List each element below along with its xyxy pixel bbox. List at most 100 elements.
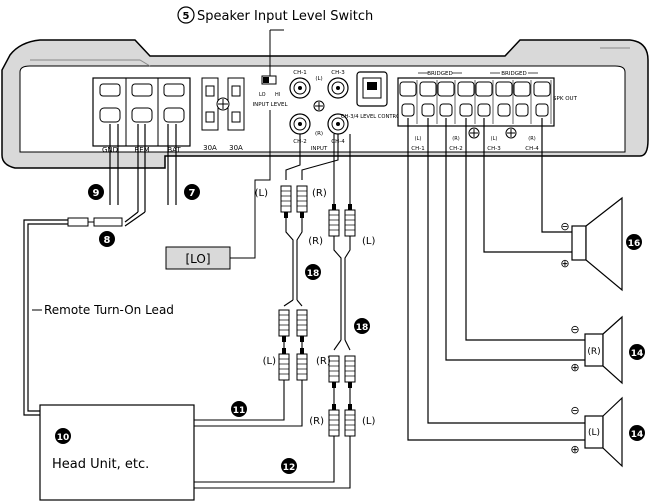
rca-plug bbox=[278, 309, 290, 342]
rem-label: REM bbox=[134, 146, 149, 154]
spkl-minus: ⊖ bbox=[570, 404, 579, 417]
level-control[interactable]: CH-3/4 LEVEL CONTROL bbox=[341, 71, 403, 120]
rca-wire bbox=[333, 339, 342, 351]
speaker-terminal bbox=[457, 80, 476, 124]
rca-plug bbox=[296, 185, 308, 218]
spk-ch3-lr: (L) bbox=[491, 136, 498, 142]
badge-18b: 18 bbox=[354, 318, 370, 334]
spk16-plus: ⊕ bbox=[560, 257, 569, 270]
rca-wire bbox=[296, 218, 303, 300]
speaker-right: (R) ⊖ ⊕ 14 bbox=[570, 315, 645, 385]
number-16: 16 bbox=[628, 239, 641, 249]
power-wires bbox=[109, 124, 177, 212]
speaker-terminal bbox=[399, 80, 418, 124]
bridged-label-2: BRIDGED bbox=[501, 71, 526, 77]
callout-5: 5 Speaker Input Level Switch bbox=[177, 6, 373, 24]
number-5: 5 bbox=[183, 11, 190, 22]
badge-12: 12 bbox=[281, 458, 297, 474]
lo-box: [LO] bbox=[165, 110, 271, 270]
number-10: 10 bbox=[57, 433, 70, 443]
fuse-label-2: 30A bbox=[229, 144, 243, 152]
rca-wire bbox=[333, 236, 342, 340]
number-18b: 18 bbox=[356, 323, 369, 333]
rca-wire bbox=[285, 218, 294, 300]
input-level-label: INPUT LEVEL bbox=[252, 102, 288, 108]
spk-ch4: CH-4 bbox=[525, 146, 539, 152]
rca-plug bbox=[328, 355, 340, 388]
ch-l-label: (L) bbox=[315, 76, 322, 82]
speaker-input-switch-label: Speaker Input Level Switch bbox=[197, 9, 373, 24]
spk-ch1: CH-1 bbox=[411, 146, 424, 152]
number-9: 9 bbox=[93, 188, 100, 199]
lo-box-label: [LO] bbox=[185, 252, 210, 266]
rca-wire bbox=[283, 299, 294, 307]
rca-ch34-r: (R) bbox=[308, 236, 323, 247]
spk16-minus: ⊖ bbox=[560, 220, 569, 233]
number-14b: 14 bbox=[631, 430, 644, 440]
badge-9: 9 bbox=[88, 184, 104, 200]
speaker-terminal bbox=[437, 80, 456, 124]
rca-low-l: (L) bbox=[362, 416, 375, 427]
rca-wire bbox=[194, 436, 351, 489]
spk-ch2: CH-2 bbox=[449, 146, 462, 152]
remote-lead bbox=[23, 211, 146, 416]
spkr-plus: ⊕ bbox=[570, 361, 579, 374]
lo-label: LO bbox=[259, 92, 266, 98]
rca-wire bbox=[285, 134, 301, 180]
spkr-minus: ⊖ bbox=[570, 323, 579, 336]
number-8: 8 bbox=[104, 235, 111, 246]
rca-ch34-l: (L) bbox=[362, 236, 375, 247]
speaker-terminal bbox=[495, 80, 514, 124]
spk-ch3: CH-3 bbox=[487, 146, 501, 152]
remote-lead-label: Remote Turn-On Lead bbox=[44, 303, 174, 317]
spk-right-label: (R) bbox=[587, 347, 600, 357]
bat-label: BAT bbox=[167, 146, 181, 154]
rca-wire bbox=[301, 134, 339, 180]
power-terminal-block: GND REM BAT bbox=[92, 77, 191, 154]
ch1-label: CH-1 bbox=[293, 70, 306, 76]
number-18a: 18 bbox=[307, 269, 320, 279]
rca-plug bbox=[278, 348, 290, 381]
speaker-terminal bbox=[513, 80, 532, 124]
ch-r-label: (R) bbox=[315, 131, 323, 137]
spk-ch2-lr: (R) bbox=[452, 136, 459, 142]
rca-plug bbox=[296, 309, 308, 342]
rca-plug bbox=[328, 404, 340, 437]
rca-wire bbox=[344, 339, 351, 351]
rca-wire bbox=[296, 299, 303, 307]
badge-8: 8 bbox=[99, 231, 115, 247]
spkl-plus: ⊕ bbox=[570, 443, 579, 456]
speaker-terminal bbox=[475, 80, 494, 124]
rca-wire bbox=[344, 236, 351, 340]
speaker-left: (L) ⊖ ⊕ 14 bbox=[570, 396, 645, 468]
badge-7: 7 bbox=[184, 184, 200, 200]
number-7: 7 bbox=[189, 188, 196, 199]
speaker-wires bbox=[407, 118, 585, 441]
rca-plug bbox=[296, 348, 308, 381]
speaker-output-block: BRIDGED BRIDGED SPK OUT (L) (R) (L) (R) … bbox=[397, 71, 578, 152]
number-12: 12 bbox=[283, 463, 296, 473]
badge-11: 11 bbox=[231, 401, 247, 417]
number-14a: 14 bbox=[631, 349, 644, 359]
speaker-terminal bbox=[533, 80, 552, 124]
spk-left-label: (L) bbox=[588, 428, 600, 438]
rca-plug bbox=[344, 355, 356, 388]
spk-ch1-lr: (L) bbox=[415, 136, 422, 142]
fuse-label-1: 30A bbox=[203, 144, 217, 152]
rca-wire bbox=[194, 380, 285, 421]
head-unit: 10 Head Unit, etc. bbox=[39, 404, 195, 501]
spk-ch4-lr: (R) bbox=[528, 136, 535, 142]
rca-mid-l: (L) bbox=[263, 356, 276, 367]
input-level-switch[interactable]: LO HI INPUT LEVEL bbox=[252, 75, 288, 108]
head-unit-label: Head Unit, etc. bbox=[52, 457, 149, 472]
bridged-label-1: BRIDGED bbox=[427, 71, 452, 77]
rca-plug bbox=[280, 185, 292, 218]
rca-wire bbox=[194, 436, 335, 483]
speaker-terminal bbox=[419, 80, 438, 124]
rca-top-r: (R) bbox=[312, 188, 327, 199]
rca-wire bbox=[194, 380, 303, 427]
badge-18a: 18 bbox=[305, 264, 321, 280]
rca-top-l: (L) bbox=[255, 188, 268, 199]
hi-label: HI bbox=[275, 92, 280, 98]
